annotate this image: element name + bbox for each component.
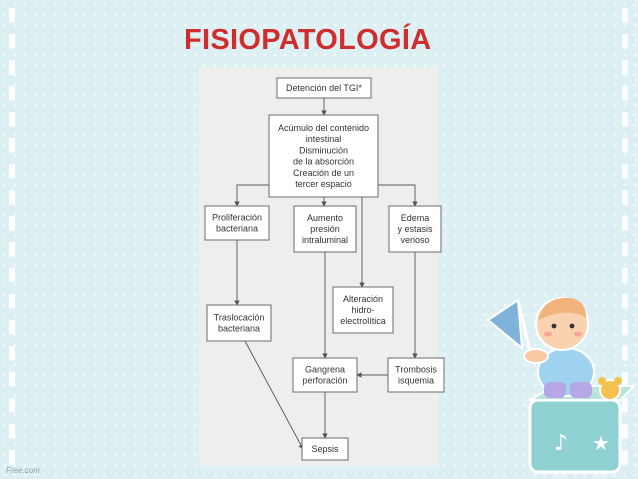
node-edema-line: Edema [401, 213, 430, 223]
flag-icon [486, 298, 524, 351]
node-trombosis: Trombosis isquemia [387, 357, 445, 393]
node-alteracion-line: hidro- [351, 305, 374, 315]
node-acumulo: Acúmulo del contenidointestinalDisminuci… [268, 114, 379, 198]
node-proliferacion-line: Proliferación [212, 212, 262, 222]
node-gangrena-line: Gangrena [305, 364, 345, 374]
node-traslocacion-line: bacteriana [218, 324, 260, 334]
node-acumulo-line: Creación de un [293, 168, 354, 178]
node-aumento-line: Aumento [307, 213, 343, 223]
node-alteracion-line: Alteración [343, 294, 383, 304]
node-alteracion-line: electrolítica [340, 316, 386, 326]
svg-text:♪: ♪ [554, 431, 568, 456]
footer-text: Free.com [6, 466, 40, 475]
node-aumento-line: intraluminal [302, 235, 348, 245]
node-edema-line: venoso [400, 235, 429, 245]
left-dashed-border [9, 8, 15, 473]
node-sepsis: Sepsis [301, 437, 349, 461]
svg-text:★: ★ [592, 431, 610, 455]
node-acumulo-line: intestinal [306, 134, 342, 144]
right-dashed-border [622, 8, 628, 473]
node-tgi-line: Detención del TGI* [286, 83, 362, 93]
node-proliferacion: Proliferación bacteriana [204, 205, 270, 241]
node-trombosis-line: isquemia [398, 376, 434, 386]
slide-title: FISIOPATOLOGÍA [184, 24, 432, 56]
edge-traslocacion-to-sepsis [244, 340, 304, 450]
node-gangrena: Gangrena perforación [292, 357, 358, 393]
kid-illustration: ♪ ★ [486, 297, 634, 474]
edge-acumulo-to-edema [378, 184, 418, 207]
node-traslocacion: Traslocación bacteriana [206, 304, 272, 342]
node-aumento-line: presión [310, 224, 340, 234]
node-sepsis-line: Sepsis [311, 444, 339, 454]
node-tgi: Detención del TGI* [276, 77, 372, 99]
node-proliferacion-line: bacteriana [216, 224, 258, 234]
node-acumulo-line: Acúmulo del contenido [278, 123, 369, 133]
node-edema-line: y estasis [397, 224, 433, 234]
node-trombosis-line: Trombosis [395, 364, 437, 374]
node-gangrena-line: perforación [302, 376, 347, 386]
node-acumulo-line: de la absorción [293, 157, 354, 167]
node-traslocacion-line: Traslocación [214, 312, 265, 322]
node-acumulo-line: tercer espacio [295, 179, 352, 189]
node-acumulo-line: Disminución [299, 145, 348, 155]
edge-acumulo-to-proliferacion [234, 184, 269, 207]
